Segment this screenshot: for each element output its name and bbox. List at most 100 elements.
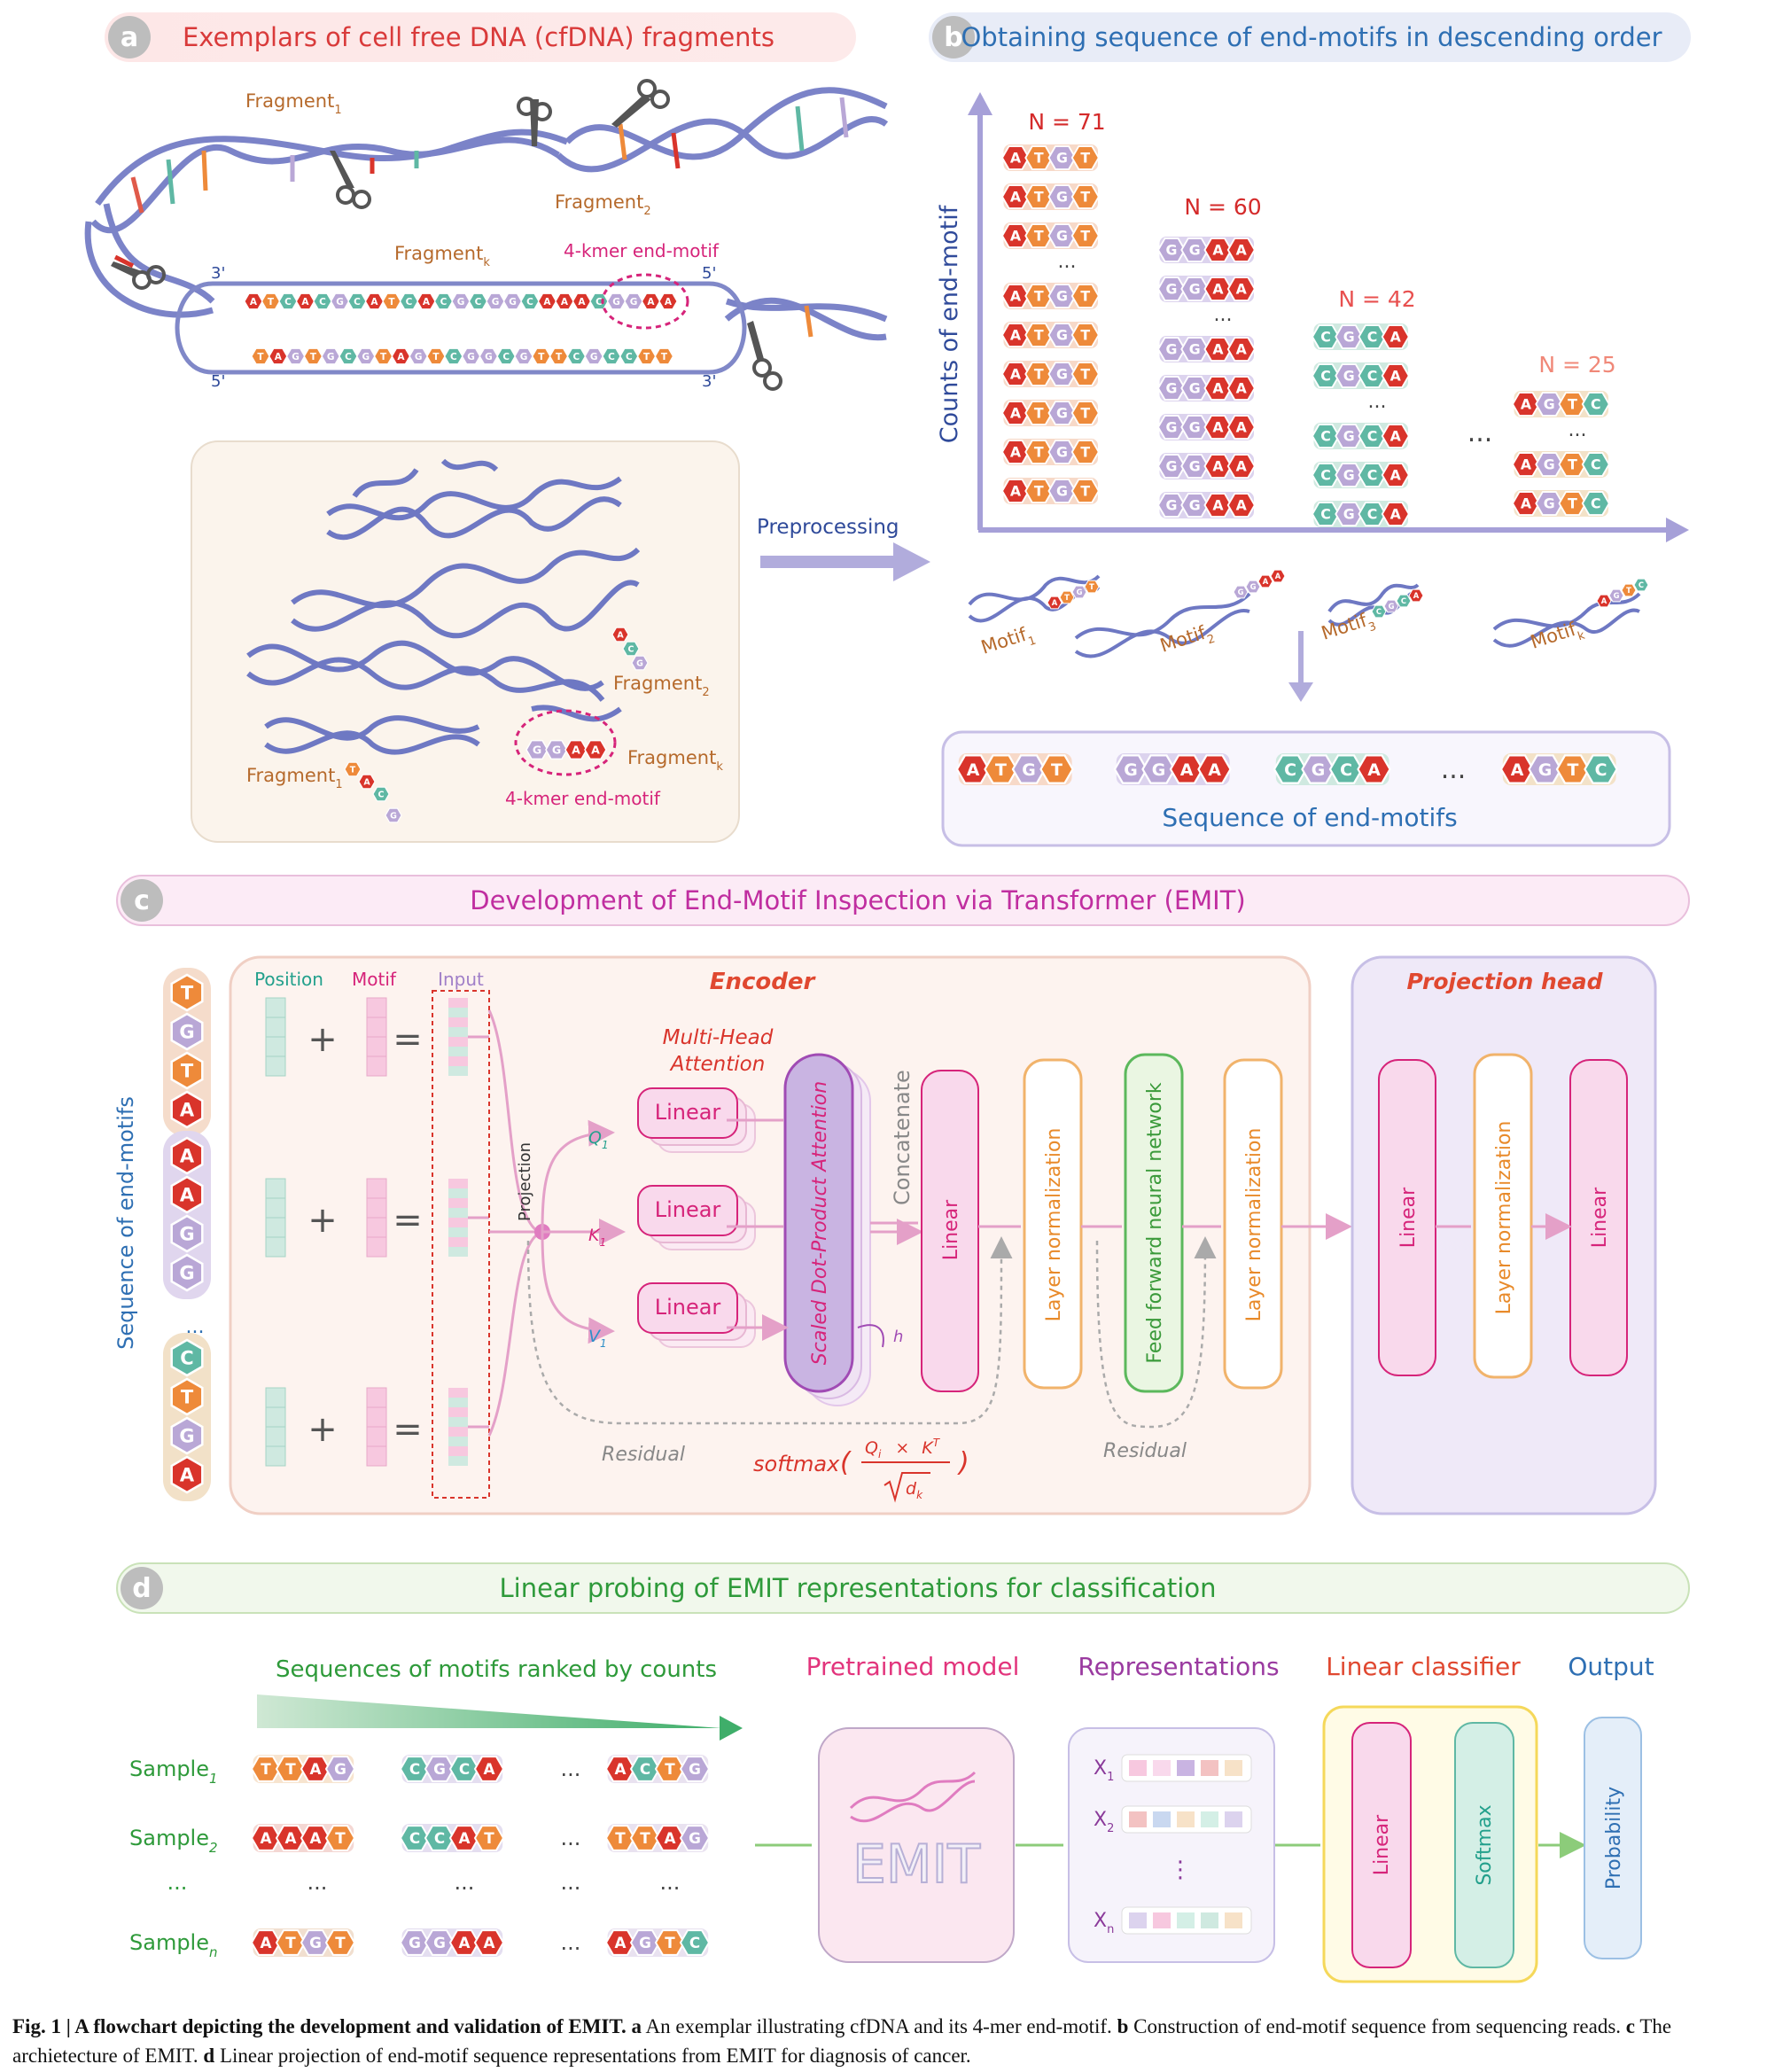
svg-text:C: C [1639, 580, 1644, 589]
svg-text:T: T [1089, 582, 1094, 591]
nucleotide-C: C [468, 292, 488, 310]
nucleotide-C: C [1396, 594, 1412, 608]
svg-text:T: T [665, 1760, 675, 1778]
nucleotide-A: A [604, 1929, 636, 1956]
nucleotide-T: T [1084, 580, 1100, 594]
svg-text:C: C [1591, 396, 1601, 413]
nucleotide-G: G [1335, 363, 1364, 388]
motif-label: Motif1 [978, 621, 1038, 663]
svg-text:C: C [608, 352, 615, 362]
svg-text:C: C [434, 1829, 445, 1847]
nucleotide-G: G [285, 347, 306, 365]
nucleotide-G: G [1071, 585, 1087, 599]
projection-head-title: Projection head [1406, 969, 1603, 994]
svg-text:A: A [1212, 242, 1224, 259]
nucleotide-C: C [399, 292, 419, 310]
representations-label: Representations [1078, 1652, 1279, 1681]
dna-base-ticks [113, 97, 849, 338]
ph-linear1-label: Linear [1397, 1187, 1420, 1248]
nucleotide-A: A [250, 1929, 282, 1956]
lc-softmax-box [1454, 1722, 1514, 1968]
nucleotide-C: C [520, 292, 540, 310]
nucleotide-A: A [1408, 588, 1424, 603]
nucleotide-G: G [1180, 454, 1210, 479]
svg-text:T: T [335, 1829, 346, 1847]
svg-text:G: G [485, 352, 493, 362]
svg-text:G: G [1343, 428, 1355, 445]
nucleotide-C: C [496, 347, 516, 365]
q-branch [541, 1119, 615, 1233]
svg-text:Linear: Linear [655, 1100, 721, 1125]
nucleotide-G: G [1156, 415, 1187, 440]
c-sequence-label: Sequence of end-motifs [113, 1096, 138, 1350]
svg-text:T: T [1568, 760, 1579, 780]
nucleotide-T: T [604, 1825, 636, 1851]
nucleotide-C: C [1311, 463, 1341, 487]
svg-text:=: = [393, 1200, 423, 1241]
svg-text:A: A [484, 1760, 495, 1778]
formula-lparen: ( [840, 1447, 852, 1478]
dna-helix-illustration [84, 87, 889, 341]
nucleotide-G: G [1180, 238, 1210, 262]
svg-text:T: T [643, 352, 650, 362]
caption-d-label: d [203, 2045, 215, 2067]
nucleotide-A: A [654, 1825, 686, 1851]
caption-b-text: Construction of end-motif sequence from … [1133, 2015, 1622, 2037]
svg-text:A: A [1390, 428, 1402, 445]
fragment-tube [175, 281, 747, 375]
svg-text:Linear: Linear [655, 1295, 721, 1320]
svg-text:G: G [1056, 288, 1068, 305]
svg-text:=: = [393, 1409, 423, 1450]
v-branch [541, 1231, 615, 1344]
caption-c-text: The archietecture of EMIT. [12, 2015, 1672, 2067]
enc-layernorm2-box [1223, 1058, 1283, 1390]
nucleotide-G: G [1047, 440, 1077, 464]
svg-text:T: T [1034, 483, 1044, 500]
column-ellipsis: ... [1058, 251, 1077, 273]
nucleotide-A: A [1000, 145, 1031, 170]
svg-text:T: T [556, 352, 563, 362]
column-count-label: N = 71 [1028, 109, 1105, 135]
panel-c-title: Development of End-Motif Inspection via … [470, 885, 1246, 915]
nucleotide-C: C [1584, 754, 1618, 784]
svg-text:G: G [433, 1934, 446, 1951]
svg-text:+: + [307, 1409, 338, 1450]
nucleotide-T: T [654, 347, 674, 365]
svg-text:G: G [1056, 228, 1068, 245]
svg-text:T: T [665, 1934, 675, 1951]
nucleotide-A: A [250, 1825, 282, 1851]
svg-text:A: A [275, 352, 283, 362]
ranked-label: Sequences of motifs ranked by counts [276, 1656, 717, 1683]
svg-text:C: C [450, 352, 457, 362]
nucleotide-A: A [1203, 376, 1233, 401]
nucleotide-T: T [170, 973, 204, 1012]
nucleotide-G: G [1535, 392, 1564, 417]
nucleotide-G: G [679, 1756, 711, 1782]
svg-text:G: G [1056, 405, 1068, 422]
nucleotide-G: G [1113, 754, 1148, 784]
nucleotide-T: T [1070, 323, 1100, 347]
svg-text:A: A [1601, 596, 1607, 605]
svg-text:A: A [1212, 380, 1224, 397]
svg-text:G: G [533, 744, 541, 757]
svg-text:C: C [284, 297, 292, 308]
nucleotide-G: G [624, 292, 643, 310]
nucleotide-C: C [444, 347, 463, 365]
svg-text:A: A [615, 1760, 627, 1778]
nucleotide-A: A [473, 1929, 505, 1956]
enc-linear-label: Linear [940, 1199, 962, 1260]
pretrained-model-box [818, 1727, 1015, 1963]
nucleotide-G: G [1535, 452, 1564, 477]
nucleotide-G: G [479, 347, 499, 365]
nucleotide-G: G [1011, 754, 1047, 784]
svg-text:T: T [261, 1760, 271, 1778]
svg-text:C: C [378, 790, 385, 799]
svg-text:G: G [1152, 760, 1166, 780]
sample-label: Sample2 [129, 1826, 218, 1856]
svg-text:C: C [1367, 329, 1378, 346]
panel-d: d Linear probing of EMIT representations… [116, 1562, 1690, 1983]
